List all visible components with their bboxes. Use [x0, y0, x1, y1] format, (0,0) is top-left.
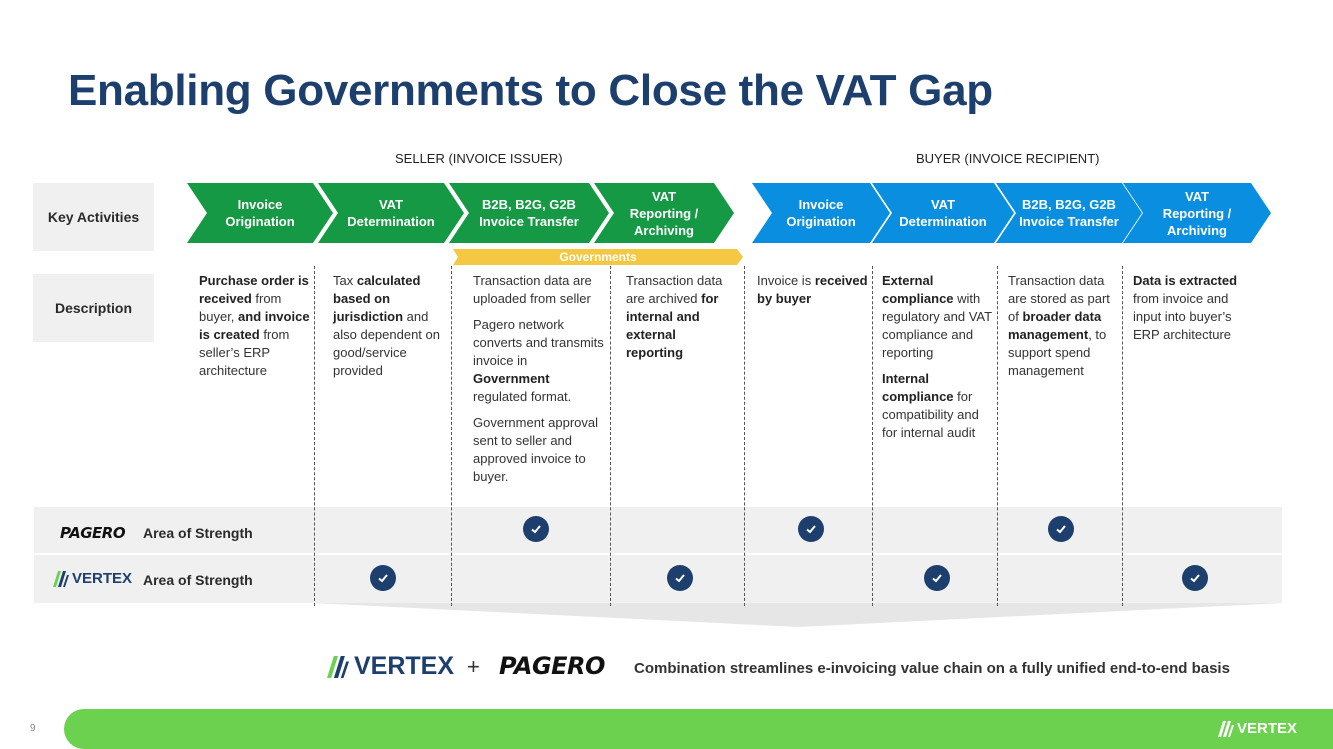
- description-seller-vat-reporting: Transaction data are archived for intern…: [626, 272, 736, 362]
- desc-text: with regulatory and VAT compliance and r…: [882, 291, 992, 360]
- chevron-seller-invoice-transfer: B2B, B2G, G2B Invoice Transfer: [449, 183, 609, 243]
- check-icon: [798, 516, 824, 542]
- pagero-strength-label: Area of Strength: [143, 525, 253, 541]
- column-divider: [997, 266, 998, 606]
- vertex-wordmark: VERTEX: [354, 652, 455, 680]
- vertex-logo: VERTEX: [53, 570, 132, 587]
- column-divider: [451, 266, 452, 606]
- footer-bar: [64, 709, 1333, 749]
- desc-text: for compatibility and for internal audit: [882, 389, 979, 440]
- description-seller-vat-determination: Tax calculated based on jurisdiction and…: [333, 272, 443, 380]
- column-divider: [1122, 266, 1123, 606]
- desc-text: Transaction data are archived: [626, 273, 723, 306]
- row-label-key-activities: Key Activities: [33, 183, 154, 251]
- desc-text: from buyer,: [199, 291, 282, 324]
- description-seller-invoice-transfer: Transaction data are uploaded from selle…: [473, 272, 605, 494]
- desc-bold: External compliance: [882, 273, 954, 306]
- desc-bold: Purchase order is received: [199, 273, 309, 306]
- check-icon: [370, 565, 396, 591]
- governments-banner: Governments: [453, 249, 743, 265]
- vertex-strength-row: [34, 555, 1282, 603]
- combination-vertex-logo: VERTEX: [326, 652, 454, 681]
- desc-bold: and invoice is created: [199, 309, 310, 342]
- desc-bold: for internal and external reporting: [626, 291, 719, 360]
- chevron-seller-vat-determination: VAT Determination: [318, 183, 464, 243]
- footer-vertex-wordmark: VERTEX: [1237, 720, 1298, 737]
- vertex-mark-icon: [53, 570, 69, 587]
- chevron-buyer-vat-determination: VAT Determination: [872, 183, 1014, 243]
- column-divider: [314, 266, 315, 606]
- desc-paragraph: Government approval sent to seller and a…: [473, 415, 599, 484]
- desc-bold: Internal compliance: [882, 371, 954, 404]
- desc-text: , to support spend management: [1008, 327, 1107, 378]
- description-buyer-vat-determination: External compliance with regulatory and …: [882, 272, 992, 450]
- desc-bold: Government: [473, 371, 550, 386]
- check-icon: [1048, 516, 1074, 542]
- check-icon: [667, 565, 693, 591]
- plus-sign: +: [467, 654, 480, 679]
- desc-paragraph: Transaction data are uploaded from selle…: [473, 273, 592, 306]
- column-divider: [872, 266, 873, 606]
- chevron-buyer-vat-reporting: VAT Reporting / Archiving: [1123, 183, 1271, 243]
- vertex-wordmark: VERTEX: [72, 570, 133, 587]
- chevron-buyer-invoice-transfer: B2B, B2G, G2B Invoice Transfer: [996, 183, 1142, 243]
- description-buyer-invoice-transfer: Transaction data are stored as part of b…: [1008, 272, 1120, 380]
- desc-paragraph: Internal compliance for compatibility an…: [882, 370, 992, 442]
- desc-paragraph: Pagero network converts and transmits in…: [473, 316, 605, 406]
- desc-bold: broader data management: [1008, 309, 1102, 342]
- desc-text: Pagero network converts and transmits in…: [473, 317, 604, 368]
- desc-text: from invoice and input into buyer’s ERP …: [1133, 291, 1232, 342]
- desc-bold: Data is extracted: [1133, 273, 1238, 288]
- combination-pagero-logo: PAGERO: [499, 652, 605, 680]
- row-label-description: Description: [33, 274, 154, 342]
- desc-bold: received by buyer: [757, 273, 868, 306]
- vertex-mark-icon: [1218, 720, 1234, 737]
- chevron-buyer-invoice-origination: Invoice Origination: [752, 183, 890, 243]
- vertex-mark-icon: [327, 655, 349, 678]
- check-icon: [924, 565, 950, 591]
- footer-vertex-logo: VERTEX: [1218, 720, 1297, 737]
- page-number: 9: [30, 723, 36, 734]
- desc-text: Transaction data are stored as part of: [1008, 273, 1110, 324]
- column-divider: [744, 266, 745, 606]
- page-title: Enabling Governments to Close the VAT Ga…: [68, 66, 993, 115]
- check-icon: [1182, 565, 1208, 591]
- desc-paragraph: External compliance with regulatory and …: [882, 272, 992, 362]
- bottom-pointer-band: [313, 603, 1283, 627]
- vertex-strength-label: Area of Strength: [143, 572, 253, 588]
- description-seller-origination: Purchase order is received from buyer, a…: [199, 272, 313, 380]
- desc-bold: calculated based on jurisdiction: [333, 273, 421, 324]
- desc-text: and also dependent on good/service provi…: [333, 309, 440, 378]
- desc-text: Tax: [333, 273, 357, 288]
- pagero-logo: PAGERO: [60, 524, 126, 542]
- seller-group-header: SELLER (INVOICE ISSUER): [395, 151, 563, 166]
- desc-text: from seller’s ERP architecture: [199, 327, 290, 378]
- buyer-group-header: BUYER (INVOICE RECIPIENT): [916, 151, 1100, 166]
- description-buyer-origination: Invoice is received by buyer: [757, 272, 873, 308]
- desc-text: Invoice is: [757, 273, 815, 288]
- chevron-seller-vat-reporting: VAT Reporting / Archiving: [594, 183, 734, 243]
- column-divider: [610, 266, 611, 606]
- desc-text: regulated format.: [473, 389, 572, 404]
- chevron-seller-invoice-origination: Invoice Origination: [187, 183, 333, 243]
- check-icon: [523, 516, 549, 542]
- description-buyer-vat-reporting: Data is extracted from invoice and input…: [1133, 272, 1249, 344]
- combination-tagline: Combination streamlines e-invoicing valu…: [634, 660, 1230, 677]
- pagero-strength-row: [34, 507, 1282, 553]
